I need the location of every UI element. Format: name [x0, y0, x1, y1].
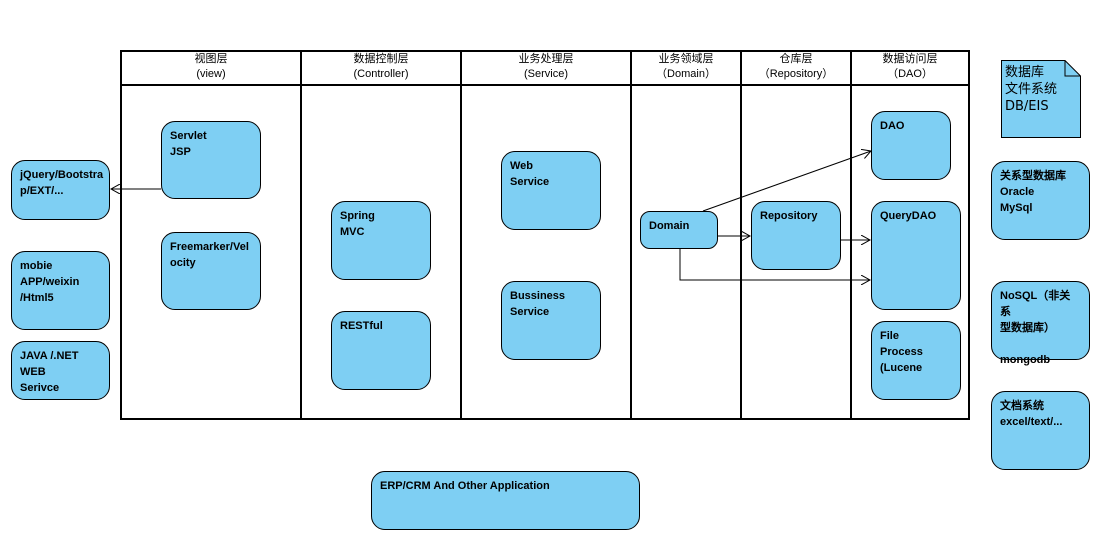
dao-box[interactable]: DAO: [871, 111, 951, 180]
restful-box[interactable]: RESTful: [331, 311, 431, 390]
lane-title: 数据控制层: [353, 53, 409, 65]
nosql-box[interactable]: NoSQL（非关系 型数据库） mongodb: [991, 281, 1090, 366]
note-text: 数据库 文件系统 DB/EIS: [1005, 65, 1058, 114]
jquery-client-box[interactable]: jQuery/Bootstra p/EXT/...: [11, 160, 110, 220]
lane-header: 仓库层 （Repository）: [742, 52, 850, 86]
domain-box[interactable]: Domain: [640, 211, 718, 249]
lane-header: 视图层 (view): [122, 52, 300, 86]
lane-header: 数据控制层 (Controller): [302, 52, 460, 86]
servlet-jsp-box[interactable]: Servlet JSP: [161, 121, 261, 199]
query-dao-box[interactable]: QueryDAO: [871, 201, 961, 310]
db-eis-note[interactable]: 数据库 文件系统 DB/EIS: [1001, 60, 1081, 138]
doc-system-box[interactable]: 文档系统 excel/text/...: [991, 391, 1090, 470]
lane-title: 业务领域层: [658, 53, 714, 65]
web-service-box[interactable]: Web Service: [501, 151, 601, 230]
lane-subtitle: (Controller): [353, 68, 409, 80]
lane-title: 视图层: [194, 53, 228, 65]
relational-db-box[interactable]: 关系型数据库 Oracle MySql: [991, 161, 1090, 240]
lane-header: 业务领域层 （Domain）: [632, 52, 740, 86]
lane-subtitle: (Service): [523, 68, 568, 80]
lane-title: 仓库层: [779, 53, 813, 65]
file-process-box[interactable]: File Process (Lucene: [871, 321, 961, 400]
spring-mvc-box[interactable]: Spring MVC: [331, 201, 431, 280]
lane-header: 数据访问层 （DAO）: [852, 52, 968, 86]
lane-header: 业务处理层 (Service): [462, 52, 630, 86]
java-net-client-box[interactable]: JAVA /.NET WEB Serivce: [11, 341, 110, 400]
lane-subtitle: （DAO）: [887, 68, 933, 80]
erp-crm-box[interactable]: ERP/CRM And Other Application: [371, 471, 640, 530]
repository-box[interactable]: Repository: [751, 201, 841, 270]
lane-subtitle: （Domain）: [656, 68, 716, 80]
note-shape-icon: [1001, 60, 1081, 138]
mobile-client-box[interactable]: mobie APP/weixin /Html5: [11, 251, 110, 330]
lane-subtitle: （Repository）: [758, 68, 834, 80]
lane-service: 业务处理层 (Service): [460, 50, 632, 420]
lane-title: 数据访问层: [882, 53, 938, 65]
lane-title: 业务处理层: [518, 53, 574, 65]
lane-subtitle: (view): [196, 68, 226, 80]
bussiness-service-box[interactable]: Bussiness Service: [501, 281, 601, 360]
freemarker-box[interactable]: Freemarker/Vel ocity: [161, 232, 261, 310]
